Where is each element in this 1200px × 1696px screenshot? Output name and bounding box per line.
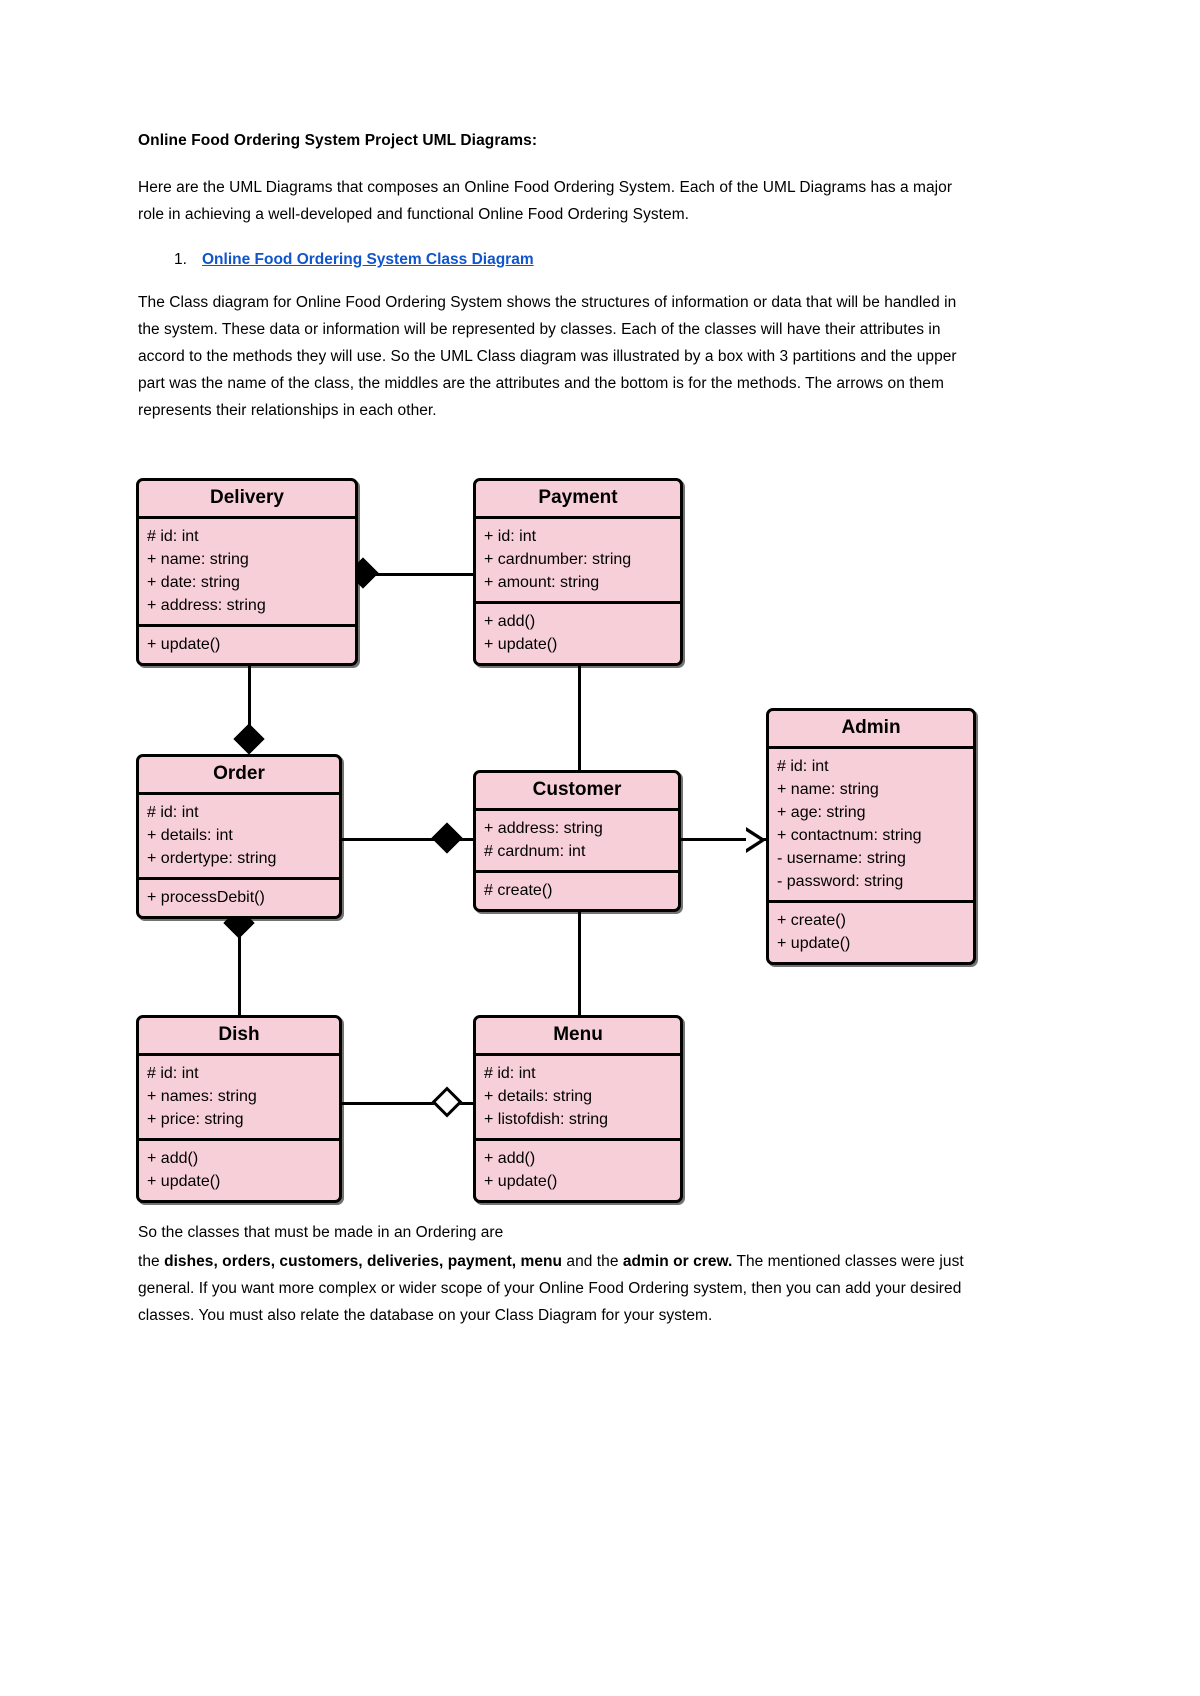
document-text-top: Online Food Ordering System Project UML … [138,130,973,442]
class-methods-payment: + add() + update() [476,601,680,663]
class-name-order: Order [139,757,339,795]
method: + update() [484,636,558,653]
attribute: - password: string [777,873,904,890]
attribute: # id: int [147,804,199,821]
intro-paragraph: Here are the UML Diagrams that composes … [138,179,953,223]
attribute: + name: string [777,781,879,798]
class-box-delivery[interactable]: Delivery # id: int + name: string + date… [136,478,358,666]
method: + update() [147,1173,221,1190]
class-box-order[interactable]: Order # id: int + details: int + orderty… [136,754,342,919]
method: + update() [777,935,851,952]
page-title: Online Food Ordering System Project UML … [138,132,538,149]
arrow-customer-admin [746,827,766,853]
method: + processDebit() [147,889,265,906]
attribute: + name: string [147,551,249,568]
attribute: + listofdish: string [484,1111,609,1128]
closing-line-1: So the classes that must be made in an O… [138,1224,504,1241]
link-wrapper: Online Food Ordering System Class Diagra… [202,246,534,273]
class-box-customer[interactable]: Customer + address: string # cardnum: in… [473,770,681,912]
class-name-menu: Menu [476,1018,680,1056]
method: + update() [147,636,221,653]
attribute: + details: int [147,827,233,844]
class-attributes-customer: + address: string # cardnum: int [476,811,678,870]
class-methods-dish: + add() + update() [139,1138,339,1200]
class-box-payment[interactable]: Payment + id: int + cardnumber: string +… [473,478,683,666]
edge-delivery-payment [358,573,476,576]
method: + update() [484,1173,558,1190]
attribute: # id: int [147,1065,199,1082]
attribute: + date: string [147,574,240,591]
diamond-order-customer [431,822,463,854]
attribute: + amount: string [484,574,600,591]
edge-order-dish [238,910,241,1020]
attribute: + address: string [147,597,266,614]
class-methods-order: + processDebit() [139,877,339,916]
numbered-list-item: 1. Online Food Ordering System Class Dia… [138,246,973,273]
attribute: + ordertype: string [147,850,277,867]
closing-paragraph: the dishes, orders, customers, deliverie… [138,1248,973,1329]
edge-payment-customer [578,658,581,776]
edge-dish-menu [342,1102,474,1105]
attribute: # id: int [484,1065,536,1082]
class-methods-admin: + create() + update() [769,900,973,962]
method: + add() [484,613,536,630]
class-methods-customer: # create() [476,870,678,909]
class-attributes-admin: # id: int + name: string + age: string +… [769,749,973,900]
closing-bold-classes: dishes, orders, customers, deliveries, p… [164,1253,563,1270]
class-attributes-delivery: # id: int + name: string + date: string … [139,519,355,624]
class-box-menu[interactable]: Menu # id: int + details: string + listo… [473,1015,683,1203]
diamond-order-delivery [233,723,265,755]
class-name-dish: Dish [139,1018,339,1056]
edge-customer-admin [680,838,768,841]
edge-customer-menu [578,898,581,1020]
class-box-dish[interactable]: Dish # id: int + names: string + price: … [136,1015,342,1203]
diamond-dish-menu [431,1086,463,1118]
attribute: + id: int [484,528,537,545]
edge-delivery-order [248,658,251,750]
class-diagram-link[interactable]: Online Food Ordering System Class Diagra… [202,251,534,268]
class-attributes-dish: # id: int + names: string + price: strin… [139,1056,339,1138]
attribute: + price: string [147,1111,244,1128]
method: # create() [484,882,553,899]
attribute: + cardnumber: string [484,551,632,568]
class-attributes-order: # id: int + details: int + ordertype: st… [139,795,339,877]
class-name-payment: Payment [476,481,680,519]
class-name-delivery: Delivery [139,481,355,519]
class-box-admin[interactable]: Admin # id: int + name: string + age: st… [766,708,976,965]
attribute: # cardnum: int [484,843,586,860]
attribute: - username: string [777,850,906,867]
class-attributes-menu: # id: int + details: string + listofdish… [476,1056,680,1138]
edge-order-customer [342,838,474,841]
closing-rest: The mentioned classes were just general.… [138,1253,964,1324]
attribute: # id: int [777,758,829,775]
class-attributes-payment: + id: int + cardnumber: string + amount:… [476,519,680,601]
attribute: + names: string [147,1088,257,1105]
method: + add() [484,1150,536,1167]
closing-mid: and the [562,1253,623,1270]
attribute: + contactnum: string [777,827,922,844]
class-methods-delivery: + update() [139,624,355,663]
class-methods-menu: + add() + update() [476,1138,680,1200]
attribute: + details: string [484,1088,593,1105]
class-diagram-description: The Class diagram for Online Food Orderi… [138,294,957,419]
closing-bold-admin: admin or crew. [622,1253,733,1270]
class-name-admin: Admin [769,711,973,749]
attribute: + address: string [484,820,603,837]
attribute: + age: string [777,804,866,821]
uml-class-diagram: Delivery # id: int + name: string + date… [130,470,1010,1210]
attribute: # id: int [147,528,199,545]
class-name-customer: Customer [476,773,678,811]
document-text-bottom: So the classes that must be made in an O… [138,1218,973,1329]
closing-prefix: the [138,1253,165,1270]
method: + add() [147,1150,199,1167]
method: + create() [777,912,846,929]
list-number: 1. [174,251,187,268]
